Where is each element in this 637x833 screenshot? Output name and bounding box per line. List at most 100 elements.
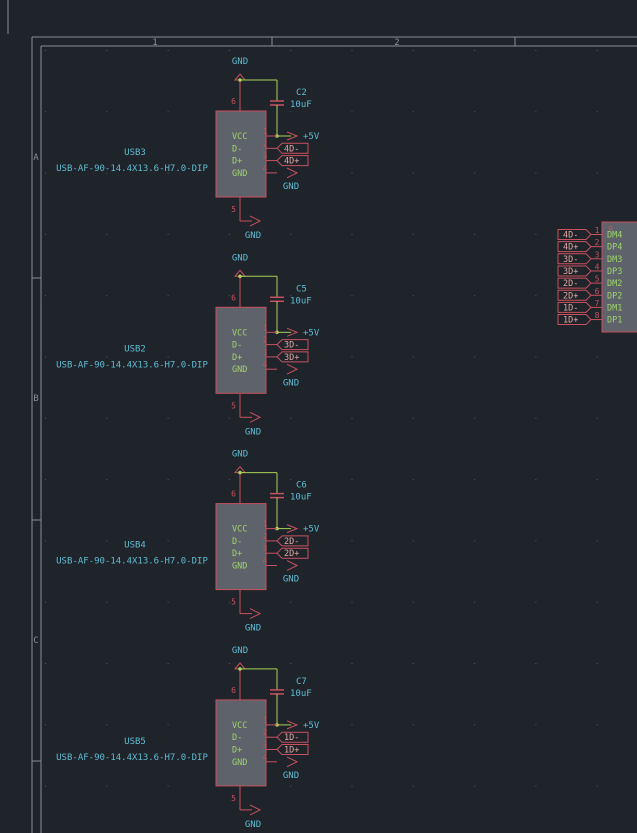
cap-value: 10uF — [290, 689, 312, 699]
grid-dot — [535, 417, 537, 419]
grid-dot — [45, 233, 46, 235]
usb-connector-body — [215, 110, 267, 198]
grid-dot — [412, 417, 414, 419]
grid-dot — [290, 233, 292, 235]
grid-dot — [167, 479, 169, 481]
gnd-label-bottom: GND — [245, 820, 261, 830]
header-connector[interactable]: 9DM414D-DP424D+DM333D-DP343D+DM252D-DP26… — [557, 221, 637, 333]
grid-dot — [290, 417, 292, 419]
grid-dot — [290, 479, 292, 481]
header-net-label-box — [557, 277, 592, 289]
header-net-label: 2D- — [563, 279, 578, 289]
usb-block-usb3[interactable]: GNDC210uF6VCC1D-2D+3GND4+5V4D-4D+GND5GND… — [56, 57, 320, 241]
grid-dot — [351, 663, 353, 664]
pin-name-gnd: GND — [232, 169, 247, 179]
gnd-symbol-pin4 — [286, 167, 299, 179]
gnd-symbol-bottom — [249, 215, 262, 227]
grid-dot — [412, 295, 414, 297]
pin-number: 1 — [263, 520, 268, 529]
gnd-symbol-pin4 — [286, 363, 299, 375]
grid-dot — [167, 111, 169, 113]
pin-number: 4 — [263, 557, 268, 566]
grid-dot — [535, 785, 537, 787]
junction-dot — [238, 470, 242, 475]
pin-number: 4 — [263, 360, 268, 369]
pin-name-gnd: GND — [232, 562, 247, 572]
header-pin-number: 2 — [595, 238, 600, 247]
pin-name-vcc: VCC — [232, 328, 247, 338]
usb-block-usb4[interactable]: GNDC610uF6VCC1D-2D+3GND4+5V2D-2D+GND5GND… — [56, 450, 320, 634]
grid-dot — [596, 785, 598, 787]
header-pin-number: 6 — [595, 287, 600, 296]
gnd-label: GND — [283, 771, 299, 781]
grid-dot — [167, 356, 169, 358]
gnd-label-bottom: GND — [245, 624, 261, 634]
vcc-label: +5V — [303, 328, 320, 338]
net-label-box — [276, 351, 309, 363]
grid-dot — [167, 540, 169, 542]
grid-dot — [228, 601, 230, 603]
usb-block-usb5[interactable]: GNDC710uF6VCC1D-2D+3GND4+5V1D-1D+GND5GND… — [56, 646, 320, 830]
gnd-symbol-bottom — [249, 608, 262, 620]
grid-dot — [167, 233, 169, 235]
grid-dot — [596, 724, 598, 726]
header-net-label-box — [557, 229, 592, 240]
grid-dot — [535, 233, 537, 235]
header-net-label-box — [557, 314, 592, 326]
grid-dots — [45, 50, 598, 787]
vcc-arrow-symbol — [286, 327, 299, 337]
pin-name-vcc: VCC — [232, 132, 247, 142]
pin-name-dp: D+ — [232, 353, 242, 363]
grid-dot — [412, 540, 414, 542]
grid-dot — [45, 663, 46, 664]
usb-block-usb2[interactable]: GNDC510uF6VCC1D-2D+3GND4+5V3D-3D+GND5GND… — [56, 253, 320, 437]
grid-dot — [351, 417, 353, 419]
gnd-label-top: GND — [232, 646, 248, 656]
grid-dot — [351, 724, 353, 726]
pin-number: 3 — [263, 152, 268, 161]
net-label-box — [276, 547, 309, 559]
grid-dot — [167, 50, 169, 51]
grid-dot — [45, 724, 46, 726]
grid-dot — [474, 479, 476, 481]
net-label-box — [276, 744, 309, 756]
net-label: 3D- — [284, 341, 299, 351]
grid-dot — [535, 295, 537, 297]
gnd-label-top: GND — [232, 450, 248, 460]
pin-number-shield: 5 — [231, 794, 236, 803]
grid-dot — [474, 172, 476, 174]
grid-dot — [535, 540, 537, 542]
header-net-label: 1D+ — [563, 316, 578, 326]
pin-number: 2 — [263, 336, 268, 345]
pin-number: 2 — [263, 139, 268, 148]
grid-dot — [596, 417, 598, 419]
grid-dot — [412, 724, 414, 726]
grid-dot — [45, 295, 46, 297]
cap-ref: C6 — [296, 481, 307, 491]
net-label: 3D+ — [284, 353, 299, 363]
grid-dot — [412, 172, 414, 174]
gnd-label: GND — [283, 182, 299, 192]
net-label-box — [276, 155, 309, 167]
grid-dot — [474, 724, 476, 726]
header-pin-number: 7 — [595, 299, 600, 308]
grid-dot — [351, 785, 353, 787]
grid-dot — [290, 663, 292, 664]
header-pin-number: 4 — [595, 262, 600, 271]
grid-dot — [412, 50, 414, 51]
usb-ref: USB4 — [124, 541, 146, 551]
header-net-label: 2D+ — [563, 291, 578, 301]
gnd-label: GND — [283, 575, 299, 585]
header-pin-name: DP1 — [607, 316, 622, 326]
grid-dot — [228, 479, 230, 481]
grid-dot — [106, 172, 108, 174]
grid-dot — [351, 111, 353, 113]
pin-name-dp: D+ — [232, 746, 242, 756]
junction-dot — [238, 78, 242, 82]
pin-number-shield: 5 — [231, 598, 236, 607]
grid-dot — [474, 663, 476, 664]
grid-dot — [228, 233, 230, 235]
pin-name-vcc: VCC — [232, 525, 247, 535]
net-label-box — [276, 535, 309, 547]
